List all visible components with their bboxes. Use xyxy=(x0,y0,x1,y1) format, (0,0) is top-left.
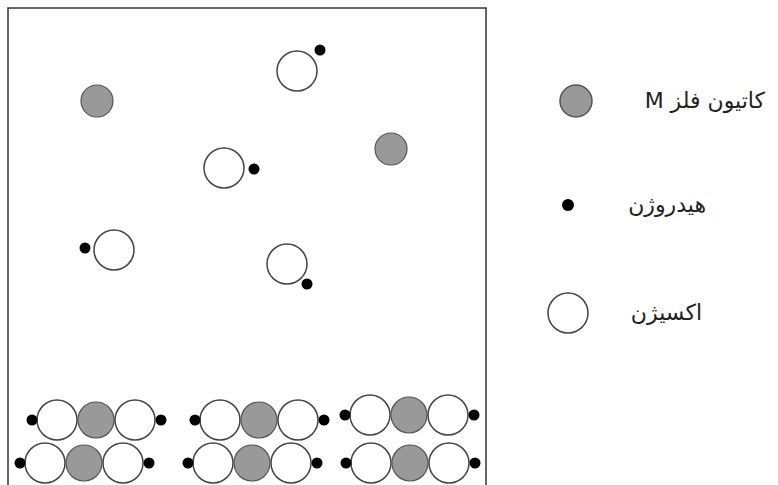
metal-cation xyxy=(375,133,407,165)
hydrogen-atom xyxy=(183,458,194,469)
oxygen-atom xyxy=(267,244,307,284)
container-box xyxy=(8,8,486,485)
metal-cation xyxy=(78,402,114,438)
legend-label: اکسیژن xyxy=(631,300,702,326)
hydrogen-atom xyxy=(156,415,167,426)
oxygen-atom xyxy=(200,400,240,440)
metal-cation xyxy=(241,402,277,438)
oxygen-atom xyxy=(193,443,233,483)
hydrogen-atom xyxy=(27,415,38,426)
oxygen-atom xyxy=(350,395,390,435)
hydrogen-atom xyxy=(312,458,323,469)
hydrogen-atom xyxy=(319,415,330,426)
oxygen-atom xyxy=(204,148,244,188)
metal-cation xyxy=(234,445,270,481)
oxygen-atom xyxy=(94,230,134,270)
hydrogen-atom xyxy=(80,243,91,254)
metal-cation xyxy=(392,445,428,481)
oxygen-atom xyxy=(271,443,311,483)
legend-swatches xyxy=(548,85,592,333)
metal-cation xyxy=(391,397,427,433)
metal-cation xyxy=(81,85,113,117)
oxygen-atom xyxy=(428,395,468,435)
oxygen-atom xyxy=(351,443,391,483)
legend-swatch xyxy=(562,199,574,211)
legend-swatch xyxy=(560,85,592,117)
hydrogen-atom xyxy=(15,458,26,469)
oxygen-atom xyxy=(115,400,155,440)
hydrogen-atom xyxy=(249,164,260,175)
legend-label: هیدروژن xyxy=(628,192,706,218)
hydrogen-atom xyxy=(315,45,326,56)
particles xyxy=(15,45,481,484)
legend-label: کاتیون فلز M xyxy=(645,88,765,114)
oxygen-atom xyxy=(25,443,65,483)
hydrogen-atom xyxy=(341,458,352,469)
oxygen-atom xyxy=(277,51,317,91)
metal-cation xyxy=(66,445,102,481)
hydrogen-atom xyxy=(144,458,155,469)
hydrogen-atom xyxy=(469,410,480,421)
oxygen-atom xyxy=(278,400,318,440)
hydrogen-atom xyxy=(190,415,201,426)
oxygen-atom xyxy=(429,443,469,483)
legend-swatch xyxy=(548,293,588,333)
hydrogen-atom xyxy=(302,279,313,290)
hydrogen-atom xyxy=(470,458,481,469)
oxygen-atom xyxy=(103,443,143,483)
hydrogen-atom xyxy=(340,410,351,421)
oxygen-atom xyxy=(37,400,77,440)
